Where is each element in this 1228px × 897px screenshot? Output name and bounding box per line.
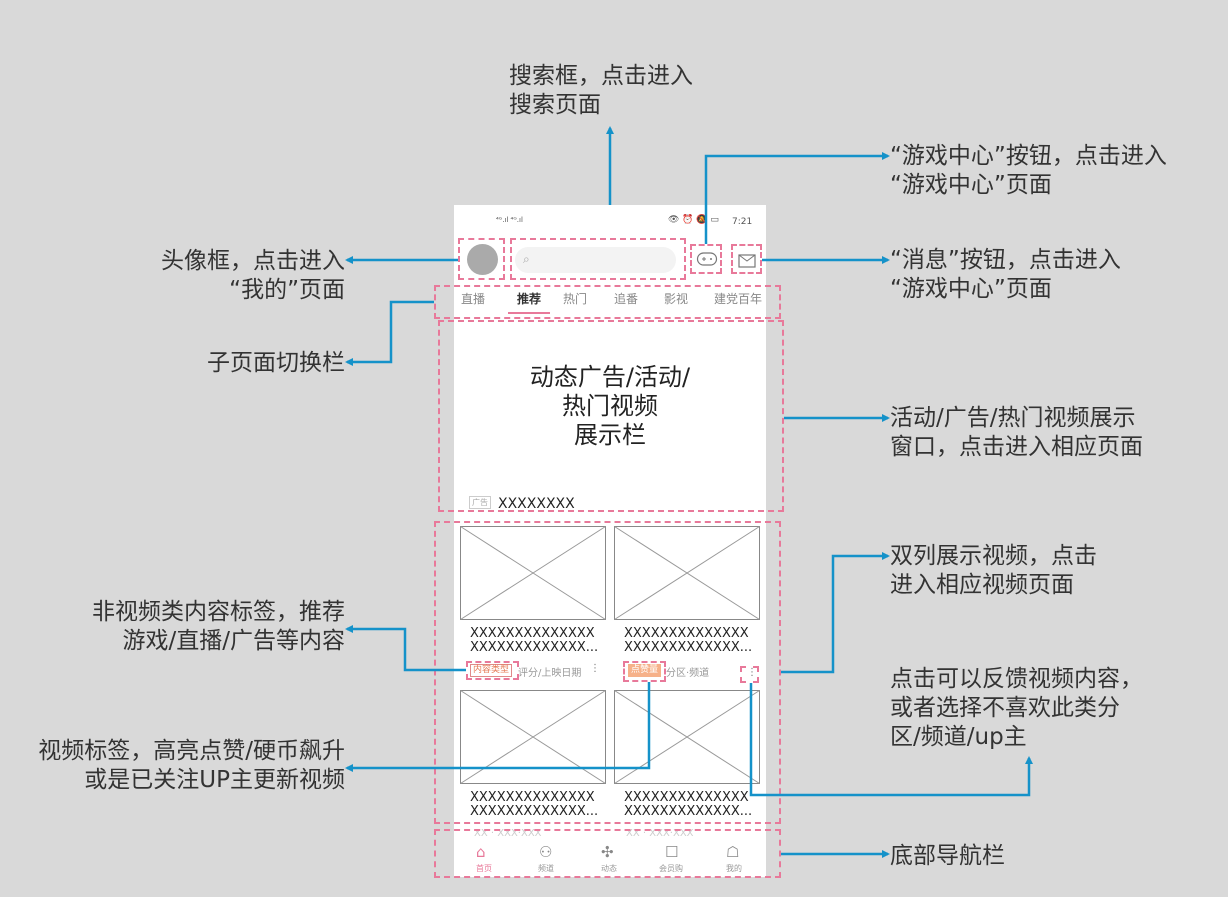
nav-home-label[interactable]: 首页 bbox=[476, 864, 492, 873]
signal-indicator: ⁴ᴳ.ıl ⁴ᴳ.ıl bbox=[496, 216, 523, 224]
annotation-avatar: 头像框，点击进入 “我的”页面 bbox=[161, 248, 345, 303]
search-highlight-box bbox=[510, 238, 686, 280]
annotation-double-column: 双列展示视频，点击 进入相应视频页面 bbox=[890, 543, 1097, 598]
feed-highlight-box bbox=[434, 521, 781, 824]
search-input[interactable]: ⌕ bbox=[515, 247, 676, 273]
video-title[interactable]: XXXXXXXXXXXXXX XXXXXXXXXXXXX... bbox=[470, 790, 599, 819]
nav-mine-label[interactable]: 我的 bbox=[726, 864, 742, 873]
annotation-message: “消息”按钮，点击进入 “游戏中心”页面 bbox=[890, 247, 1121, 302]
video-meta: XX · XXX·XXX bbox=[626, 828, 694, 839]
bottom-nav-highlight-box bbox=[434, 829, 781, 878]
annotation-nonvideo-tag: 非视频类内容标签，推荐 游戏/直播/广告等内容 bbox=[92, 599, 345, 654]
message-highlight-box bbox=[731, 244, 762, 274]
nav-vip-shop-label[interactable]: 会员购 bbox=[659, 864, 683, 873]
video-thumbnail[interactable] bbox=[614, 690, 760, 788]
like-tag-highlight-box bbox=[623, 661, 666, 682]
video-meta: XX · XXX·XXX bbox=[474, 828, 542, 839]
banner-text: 动态广告/活动/ 热门视频 展示栏 bbox=[529, 363, 691, 449]
pinwheel-icon[interactable]: ✣ bbox=[601, 843, 614, 861]
tab-movie[interactable]: 影视 bbox=[664, 292, 689, 306]
tv-icon[interactable]: ☖ bbox=[726, 843, 740, 861]
avatar[interactable] bbox=[467, 244, 498, 275]
tab-party[interactable]: 建党百年 bbox=[714, 292, 763, 306]
video-title[interactable]: XXXXXXXXXXXXXX XXXXXXXXXXXXX... bbox=[470, 626, 599, 655]
video-thumbnail[interactable] bbox=[460, 526, 606, 624]
annotation-search: 搜索框，点击进入 搜索页面 bbox=[509, 63, 693, 118]
ad-text: XXXXXXXX bbox=[498, 496, 575, 512]
like-count-tag: 点赞量 bbox=[628, 664, 662, 677]
tab-bangumi[interactable]: 追番 bbox=[614, 292, 639, 306]
annotation-game: “游戏中心”按钮，点击进入 “游戏中心”页面 bbox=[890, 143, 1167, 198]
gamepad-icon[interactable] bbox=[696, 251, 718, 271]
home-icon[interactable]: ⌂ bbox=[476, 843, 486, 861]
search-icon: ⌕ bbox=[523, 252, 530, 266]
more-icon[interactable]: ⋮ bbox=[590, 663, 600, 674]
content-type-highlight-box bbox=[466, 661, 519, 680]
more-icon[interactable]: ⋮ bbox=[747, 667, 757, 678]
nav-channel-label[interactable]: 频道 bbox=[538, 864, 554, 873]
tab-recommend[interactable]: 推荐 bbox=[517, 292, 542, 306]
annotation-tabs: 子页面切换栏 bbox=[207, 350, 345, 376]
tab-underline bbox=[508, 312, 550, 314]
annotation-feedback: 点击可以反馈视频内容， 或者选择不喜欢此类分 区/频道/up主 bbox=[890, 666, 1143, 750]
tabs-highlight-box bbox=[434, 285, 781, 319]
video-meta: 评分/上映日期 bbox=[518, 668, 582, 679]
feedback-highlight-box bbox=[740, 666, 759, 683]
mail-icon[interactable] bbox=[738, 253, 756, 272]
game-highlight-box bbox=[690, 244, 722, 274]
shopping-bag-icon[interactable]: ☐ bbox=[665, 843, 679, 861]
video-thumbnail[interactable] bbox=[614, 526, 760, 624]
status-icons: 👁 ⏰ 🔕 ▭ bbox=[668, 215, 719, 225]
ad-badge: 广告 bbox=[469, 496, 491, 509]
video-title[interactable]: XXXXXXXXXXXXXX XXXXXXXXXXXXX... bbox=[624, 790, 753, 819]
status-time: 7:21 bbox=[732, 217, 753, 227]
nav-dynamic-label[interactable]: 动态 bbox=[601, 864, 617, 873]
annotation-video-tag: 视频标签，高亮点赞/硬币飙升 或是已关注UP主更新视频 bbox=[38, 738, 345, 793]
tab-live[interactable]: 直播 bbox=[461, 292, 486, 306]
content-type-tag: 内容类型 bbox=[470, 664, 513, 677]
banner-highlight-box bbox=[438, 320, 784, 512]
channel-icon[interactable]: ⚇ bbox=[539, 843, 553, 861]
tab-hot[interactable]: 热门 bbox=[563, 292, 588, 306]
video-meta: 分区·频道 bbox=[666, 668, 710, 679]
video-title[interactable]: XXXXXXXXXXXXXX XXXXXXXXXXXXX... bbox=[624, 626, 753, 655]
avatar-highlight-box bbox=[458, 238, 505, 280]
annotation-bottom-nav: 底部导航栏 bbox=[890, 843, 1005, 869]
annotation-banner: 活动/广告/热门视频展示 窗口，点击进入相应页面 bbox=[890, 405, 1143, 460]
